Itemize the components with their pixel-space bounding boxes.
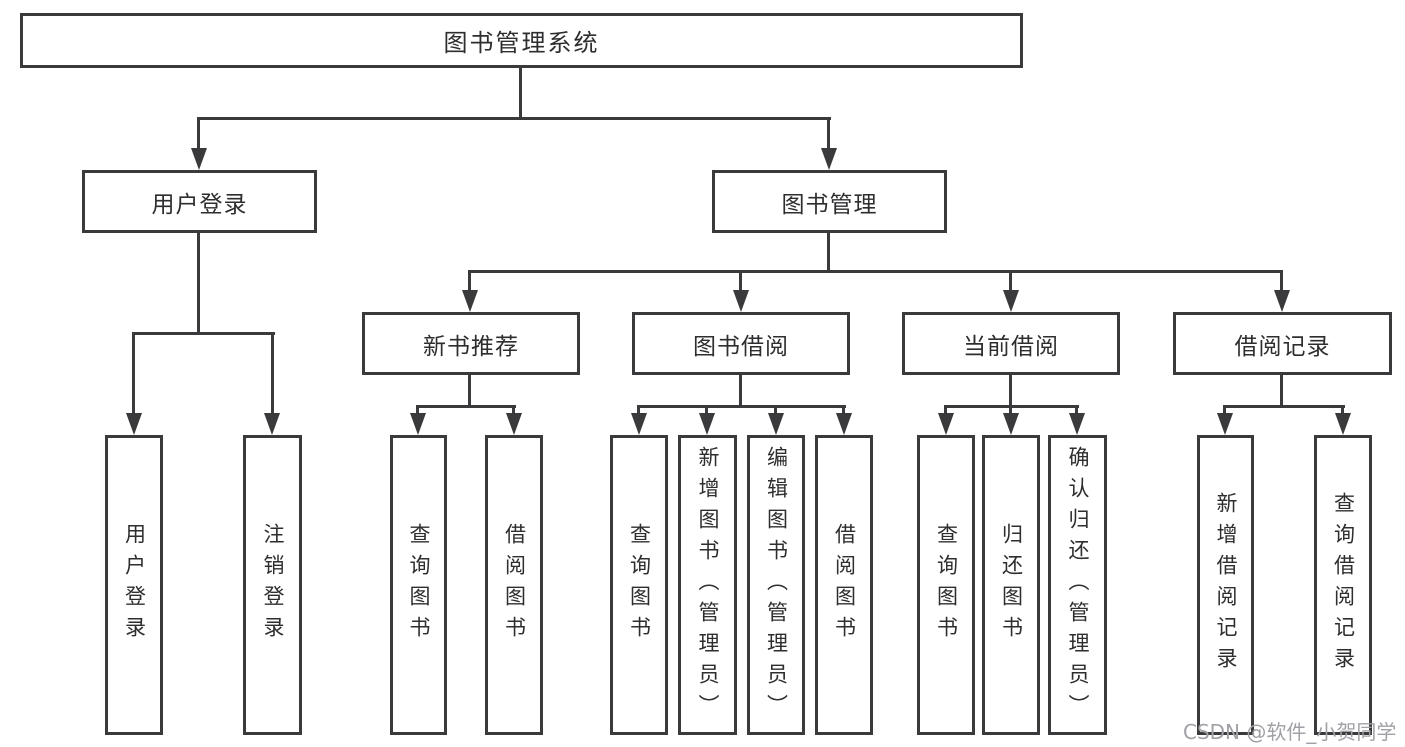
node-book-management-system: 图书管理系统 xyxy=(20,13,1023,68)
arrow-down-icon xyxy=(1274,290,1290,312)
leaf-user-login: 用户登录 xyxy=(105,435,163,735)
leaf-return-books: 归还图书 xyxy=(982,435,1040,735)
leaf-label: 新增图书（管理员） xyxy=(696,445,720,725)
leaf-label: 归还图书 xyxy=(999,523,1024,647)
connector-line xyxy=(512,405,515,417)
connector-line xyxy=(197,117,831,120)
node-user-login: 用户登录 xyxy=(82,170,317,233)
leaf-label: 借阅图书 xyxy=(832,523,857,647)
arrow-down-icon xyxy=(1003,290,1019,312)
connector-line xyxy=(739,270,742,292)
leaf-label: 编辑图书（管理员） xyxy=(764,445,789,725)
connector-line xyxy=(739,375,742,408)
connector-line xyxy=(774,405,777,417)
leaf-label: 确认归还（管理员） xyxy=(1066,445,1090,725)
connector-line xyxy=(468,270,1283,273)
connector-line xyxy=(842,405,845,417)
connector-line xyxy=(1223,405,1345,408)
connector-line xyxy=(705,405,708,417)
arrow-down-icon xyxy=(1217,413,1233,435)
leaf-label: 新增借阅记录 xyxy=(1214,492,1238,678)
arrow-down-icon xyxy=(1003,413,1019,435)
connector-line xyxy=(1223,405,1226,417)
node-book-borrowing: 图书借阅 xyxy=(632,312,850,375)
connector-line xyxy=(1009,405,1012,417)
arrow-down-icon xyxy=(191,148,207,170)
connector-line xyxy=(197,117,200,149)
leaf-label: 注销登录 xyxy=(261,523,285,647)
connector-line xyxy=(416,405,516,408)
connector-line xyxy=(1009,375,1012,408)
connector-line xyxy=(132,332,135,414)
connector-line xyxy=(637,405,640,417)
leaf-edit-books-admin: 编辑图书（管理员） xyxy=(747,435,805,735)
connector-line xyxy=(1280,375,1283,408)
connector-line xyxy=(1280,270,1283,292)
connector-line xyxy=(197,233,200,335)
leaf-label: 借阅图书 xyxy=(502,523,527,647)
node-current-borrowing: 当前借阅 xyxy=(902,312,1120,375)
leaf-label: 用户登录 xyxy=(122,523,147,647)
leaf-label: 查询图书 xyxy=(934,523,959,647)
connector-line xyxy=(1341,405,1344,417)
arrow-down-icon xyxy=(836,413,852,435)
node-borrowing-records: 借阅记录 xyxy=(1173,312,1392,375)
connector-line xyxy=(468,270,471,292)
leaf-confirm-return-admin: 确认归还（管理员） xyxy=(1048,435,1107,735)
connector-line xyxy=(827,233,830,273)
arrow-down-icon xyxy=(462,290,478,312)
leaf-borrow-books: 借阅图书 xyxy=(815,435,873,735)
arrow-down-icon xyxy=(126,413,142,435)
connector-line xyxy=(1009,270,1012,292)
leaf-logout: 注销登录 xyxy=(243,435,302,735)
leaf-add-books-admin: 新增图书（管理员） xyxy=(678,435,737,735)
node-book-management: 图书管理 xyxy=(712,170,947,233)
leaf-query-borrow-record: 查询借阅记录 xyxy=(1314,435,1372,735)
arrow-down-icon xyxy=(410,413,426,435)
leaf-query-books-current: 查询图书 xyxy=(917,435,975,735)
arrow-down-icon xyxy=(699,413,715,435)
arrow-down-icon xyxy=(768,413,784,435)
arrow-down-icon xyxy=(938,413,954,435)
arrow-down-icon xyxy=(1335,413,1351,435)
arrow-down-icon xyxy=(1069,413,1085,435)
connector-line xyxy=(468,375,471,408)
arrow-down-icon xyxy=(631,413,647,435)
arrow-down-icon xyxy=(821,148,837,170)
connector-line xyxy=(1075,405,1078,417)
leaf-borrow-books-recommend: 借阅图书 xyxy=(485,435,543,735)
connector-line xyxy=(271,332,274,414)
connector-line xyxy=(827,117,830,149)
arrow-down-icon xyxy=(506,413,522,435)
connector-line xyxy=(519,68,522,117)
arrow-down-icon xyxy=(264,413,280,435)
leaf-label: 查询图书 xyxy=(407,523,431,647)
connector-line xyxy=(416,405,419,417)
leaf-label: 查询借阅记录 xyxy=(1331,492,1356,678)
leaf-query-books-recommend: 查询图书 xyxy=(390,435,447,735)
leaf-label: 查询图书 xyxy=(627,523,652,647)
leaf-query-books-borrowing: 查询图书 xyxy=(610,435,668,735)
connector-line xyxy=(132,332,275,335)
csdn-watermark: CSDN @软件_小贺同学 xyxy=(1183,720,1397,744)
arrow-down-icon xyxy=(733,290,749,312)
node-new-book-recommendation: 新书推荐 xyxy=(362,312,580,375)
connector-line xyxy=(944,405,947,417)
leaf-add-borrow-record: 新增借阅记录 xyxy=(1197,435,1254,735)
connector-line xyxy=(637,405,846,408)
